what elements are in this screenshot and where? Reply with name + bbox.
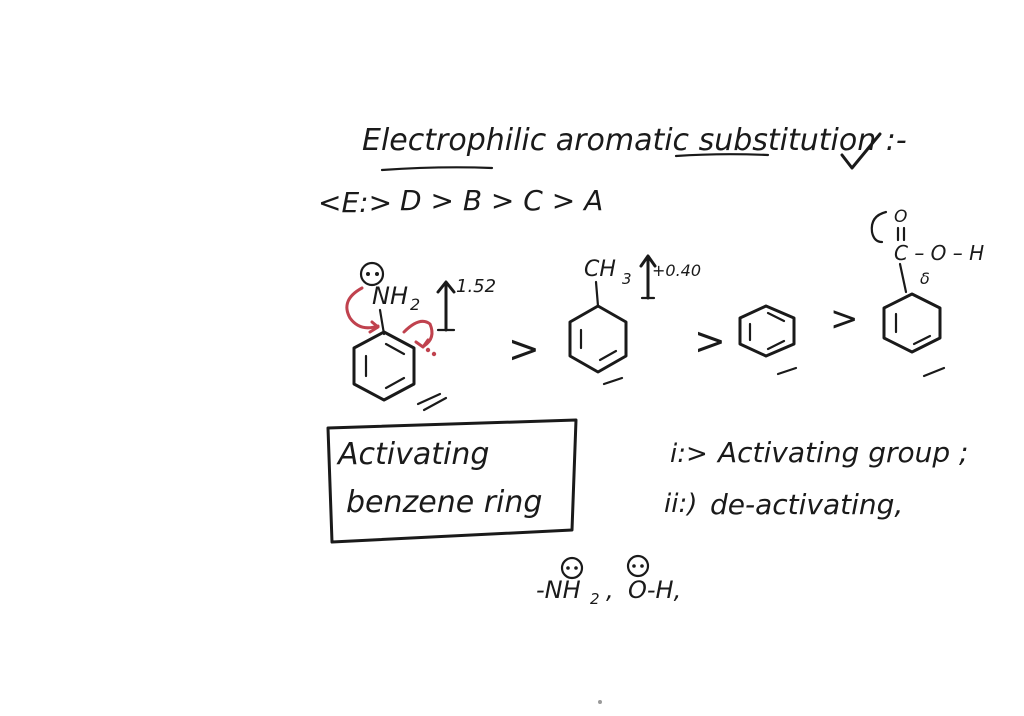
group-nh2: -NH [536, 576, 581, 604]
title-underline-1 [380, 166, 494, 172]
acid-carbonyl-o: O [894, 207, 907, 227]
aniline-group: NH [372, 282, 408, 310]
acid-delta: δ [920, 269, 930, 288]
toluene-value: +0.40 [652, 261, 701, 280]
group-separator: , [606, 576, 614, 604]
comparator-1: > [508, 327, 540, 371]
resonance-arrowhead-1 [368, 320, 380, 334]
toluene-group: CH [584, 257, 616, 282]
resonance-arrowhead-2 [414, 338, 430, 349]
aniline-subscript: 2 [410, 295, 420, 314]
title-text: Electrophilic aromatic substitution :- [362, 123, 907, 158]
lone-pair-dot [632, 564, 636, 568]
nh2-lone-pair-circle [560, 556, 584, 580]
acid-ring [882, 292, 942, 354]
benzene-tick [776, 366, 798, 376]
lone-pair-dot [375, 272, 379, 276]
lone-pair-dot [566, 566, 570, 570]
order-text: D > B > C > A [400, 184, 603, 217]
box-line-2: benzene ring [346, 485, 542, 520]
acid-double-bond [896, 226, 906, 242]
charge-dot [425, 347, 431, 353]
title-underline-2 [674, 153, 770, 158]
acid-bond [898, 262, 908, 294]
lone-pair-dot [640, 564, 644, 568]
note-box [326, 418, 578, 544]
toluene-ring-double-bonds [579, 328, 618, 362]
lone-pair-dot [366, 272, 370, 276]
benzene-ring-double-bonds [748, 311, 786, 351]
box-line-1: Activating [336, 437, 489, 472]
lone-pair-circle [359, 261, 385, 287]
toluene-subscript: 3 [622, 270, 632, 288]
toluene-tick [602, 376, 624, 386]
resonance-arrow-2 [402, 319, 434, 348]
note-2-marker: ii:) [664, 489, 697, 519]
acid-curly-arrow [870, 210, 888, 244]
group-nh2-subscript: 2 [590, 590, 600, 608]
charge-dot [431, 351, 437, 357]
toluene-bond [594, 280, 600, 308]
aniline-tick [416, 392, 448, 412]
order-label: <E:> [318, 186, 392, 219]
check-icon [840, 132, 882, 170]
benzene-ring [738, 304, 796, 358]
acid-chain: C – O – H [894, 241, 984, 265]
comparator-2: > [694, 319, 726, 363]
toluene-arrow-head [639, 254, 657, 268]
lone-pair-dot [574, 566, 578, 570]
group-oh: O-H, [628, 576, 681, 604]
comparator-3: > [830, 299, 859, 339]
aniline-arrow-head [436, 280, 456, 294]
note-2-text: de-activating, [710, 488, 903, 521]
aniline-value: 1.52 [456, 276, 496, 297]
note-1-marker: i:> [670, 439, 708, 469]
oh-lone-pair-circle [626, 554, 650, 578]
note-1-text: Activating group ; [716, 436, 968, 469]
aniline-bond [378, 308, 386, 336]
acid-ring-double-bonds [894, 312, 932, 346]
stray-dot [598, 700, 602, 704]
acid-tick [922, 366, 946, 378]
toluene-ring [568, 304, 628, 374]
aniline-ring-double-bonds [364, 342, 406, 390]
resonance-arrow-1 [345, 286, 380, 330]
aniline-ring [352, 330, 416, 402]
